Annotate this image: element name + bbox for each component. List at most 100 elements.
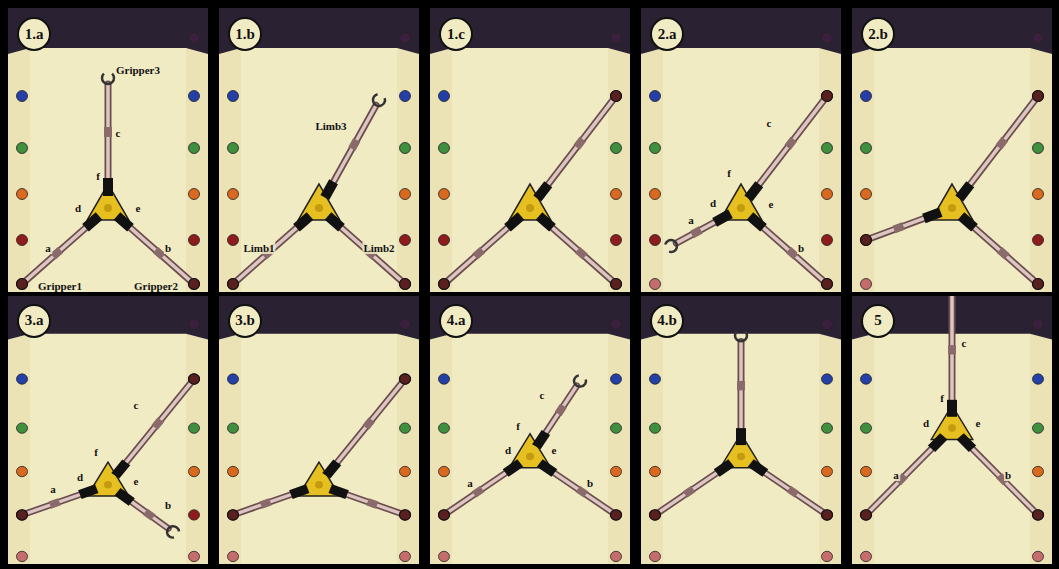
limb-joint [788, 139, 794, 147]
limb-tube [330, 105, 376, 189]
limb-tube [657, 469, 723, 514]
body-hub [315, 481, 323, 489]
actuator [80, 489, 97, 495]
step-number: 3.a [25, 312, 44, 329]
limb-tube [543, 98, 614, 190]
peg [861, 279, 872, 290]
limb-tube [121, 381, 192, 468]
peg [189, 374, 200, 384]
peg [650, 279, 661, 290]
peg [861, 374, 872, 384]
peg [439, 189, 450, 200]
side-wall [608, 48, 630, 292]
peg [861, 91, 872, 102]
step-circle: 5 [861, 304, 895, 338]
peg [822, 510, 833, 520]
peg [650, 91, 661, 102]
peg [17, 423, 28, 433]
limb-joint [368, 502, 377, 505]
side-wall [608, 334, 630, 564]
peg [650, 466, 661, 476]
actuator [291, 489, 308, 495]
peg [400, 551, 411, 561]
gripper-closed [17, 510, 28, 520]
limb-joint [474, 489, 482, 495]
gripper-closed [861, 235, 872, 246]
actuator [717, 463, 732, 473]
limb-joint [104, 127, 112, 137]
peg [650, 423, 661, 433]
actuator [86, 216, 99, 228]
peg [822, 466, 833, 476]
part-letter: b [797, 242, 805, 254]
limb-joint [155, 250, 162, 257]
limb-tube [105, 84, 112, 186]
limb-tube [236, 492, 299, 514]
step-circle: 4.a [439, 304, 473, 338]
part-letter: a [687, 214, 695, 226]
floor [219, 8, 419, 292]
limb-joint [475, 250, 482, 257]
limb-tube [106, 84, 110, 186]
gripper-open [665, 240, 677, 252]
part-letter: d [74, 202, 82, 214]
peg [17, 143, 28, 154]
peg [439, 279, 450, 290]
step-circle: 2.b [861, 17, 895, 51]
actuator [508, 216, 521, 228]
part-letter: a [44, 242, 52, 254]
part-letter: b [164, 242, 172, 254]
step-circle: 1.b [228, 17, 262, 51]
floor [8, 296, 208, 564]
limb-joint [558, 406, 563, 414]
peg [611, 319, 622, 329]
peg [650, 235, 661, 246]
limb-tube [542, 386, 577, 439]
floor [852, 296, 1052, 564]
step-circle: 1.a [17, 17, 51, 51]
peg [1033, 235, 1044, 246]
step-number: 4.a [447, 312, 466, 329]
floor [430, 8, 630, 292]
peg [439, 423, 450, 433]
peg [1033, 279, 1044, 290]
peg [822, 235, 833, 246]
limb-tube [446, 223, 513, 282]
limb-tube [235, 223, 302, 282]
limb-tube [24, 223, 91, 282]
part-letter: d [504, 444, 512, 456]
limb-tube [546, 223, 613, 282]
gripper-closed [1033, 510, 1044, 520]
limb-joint [366, 420, 372, 427]
limb-tube [125, 497, 168, 528]
limb-tube [869, 216, 932, 239]
gripper-closed [611, 91, 622, 102]
gripper-closed [1033, 279, 1044, 290]
peg [228, 279, 239, 290]
top-wall [219, 8, 419, 54]
part-name: Limb2 [362, 242, 395, 254]
limb-tube [446, 223, 513, 282]
peg [822, 374, 833, 384]
body-hub [948, 204, 956, 212]
actuator [325, 182, 334, 198]
limb-tube [25, 492, 88, 514]
top-wall [430, 8, 630, 54]
side-wall [430, 48, 452, 292]
top-wall [641, 8, 841, 54]
limb-tube [950, 296, 954, 407]
gripper-closed [861, 510, 872, 520]
limb-tube [543, 98, 614, 190]
peg [1033, 319, 1044, 329]
peg [650, 189, 661, 200]
gripper-closed [611, 510, 622, 520]
limb-tube [657, 469, 723, 514]
peg [189, 319, 200, 329]
peg [400, 466, 411, 476]
part-letter: e [133, 475, 140, 487]
gripper-closed [400, 374, 411, 384]
peg [611, 91, 622, 102]
peg [228, 510, 239, 520]
panel [8, 8, 208, 292]
peg [822, 33, 833, 44]
